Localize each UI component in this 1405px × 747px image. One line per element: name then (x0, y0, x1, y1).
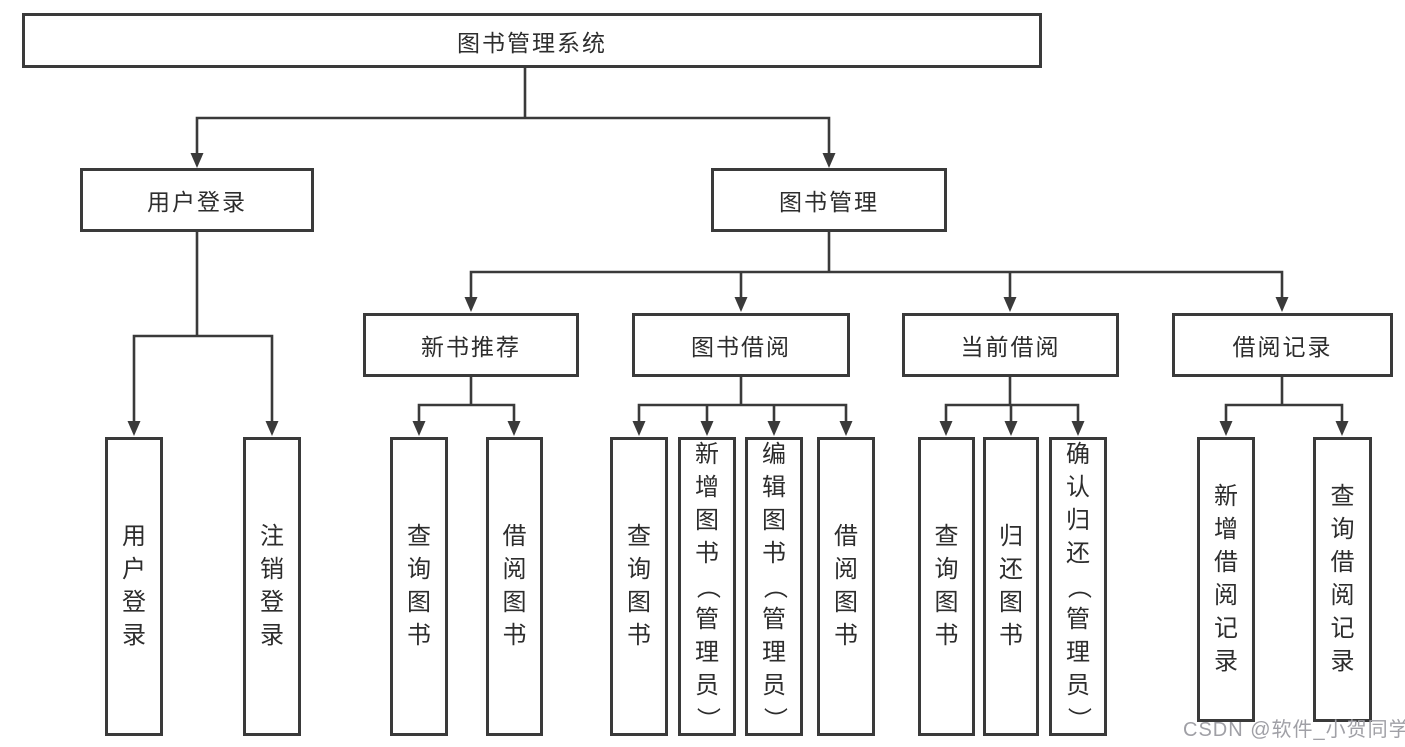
node-book-borrow-label: 图书借阅 (691, 334, 791, 360)
leaf-add-borrow-record-label: 新增借阅记录 (1214, 483, 1238, 675)
leaf-add-book-admin: 新增图书（管理员） (678, 437, 736, 736)
node-user-login-label: 用户登录 (147, 189, 247, 215)
leaf-logout-login: 注销登录 (243, 437, 301, 736)
leaf-user-login: 用户登录 (105, 437, 163, 736)
node-root: 图书管理系统 (22, 13, 1042, 68)
leaf-edit-book-admin: 编辑图书（管理员） (745, 437, 803, 736)
node-root-label: 图书管理系统 (457, 29, 607, 56)
node-borrow-records-label: 借阅记录 (1232, 334, 1333, 360)
node-new-book-recommend-label: 新书推荐 (421, 334, 521, 360)
leaf-borrow-book-label: 借阅图书 (834, 523, 858, 649)
leaf-borrow-book-recommend: 借阅图书 (486, 437, 543, 736)
node-book-management: 图书管理 (711, 168, 947, 232)
node-book-management-label: 图书管理 (779, 189, 879, 215)
node-new-book-recommend: 新书推荐 (363, 313, 579, 377)
leaf-query-book-borrow: 查询图书 (610, 437, 668, 736)
leaf-borrow-book: 借阅图书 (817, 437, 875, 736)
leaf-query-book-recommend-label: 查询图书 (407, 523, 431, 649)
leaf-logout-login-label: 注销登录 (260, 523, 284, 649)
node-book-borrow: 图书借阅 (632, 313, 850, 377)
leaf-return-book-label: 归还图书 (999, 523, 1023, 649)
leaf-add-book-admin-label: 新增图书（管理员） (694, 440, 721, 731)
leaf-query-book-current: 查询图书 (918, 437, 975, 736)
leaf-return-book: 归还图书 (983, 437, 1039, 736)
node-current-borrow: 当前借阅 (902, 313, 1119, 377)
node-user-login: 用户登录 (80, 168, 314, 232)
leaf-user-login-label: 用户登录 (122, 523, 146, 649)
leaf-confirm-return-admin-label: 确认归还（管理员） (1065, 440, 1092, 731)
node-current-borrow-label: 当前借阅 (960, 334, 1061, 360)
node-borrow-records: 借阅记录 (1172, 313, 1393, 377)
leaf-query-borrow-record-label: 查询借阅记录 (1330, 483, 1355, 675)
watermark: CSDN @软件_小贺同学 (1183, 719, 1405, 741)
leaf-edit-book-admin-label: 编辑图书（管理员） (761, 440, 788, 731)
leaf-query-book-current-label: 查询图书 (934, 523, 959, 649)
leaf-query-book-recommend: 查询图书 (390, 437, 448, 736)
leaf-confirm-return-admin: 确认归还（管理员） (1049, 437, 1107, 736)
leaf-borrow-book-recommend-label: 借阅图书 (502, 523, 527, 649)
leaf-query-borrow-record: 查询借阅记录 (1313, 437, 1372, 722)
leaf-query-book-borrow-label: 查询图书 (627, 523, 651, 649)
leaf-add-borrow-record: 新增借阅记录 (1197, 437, 1255, 722)
